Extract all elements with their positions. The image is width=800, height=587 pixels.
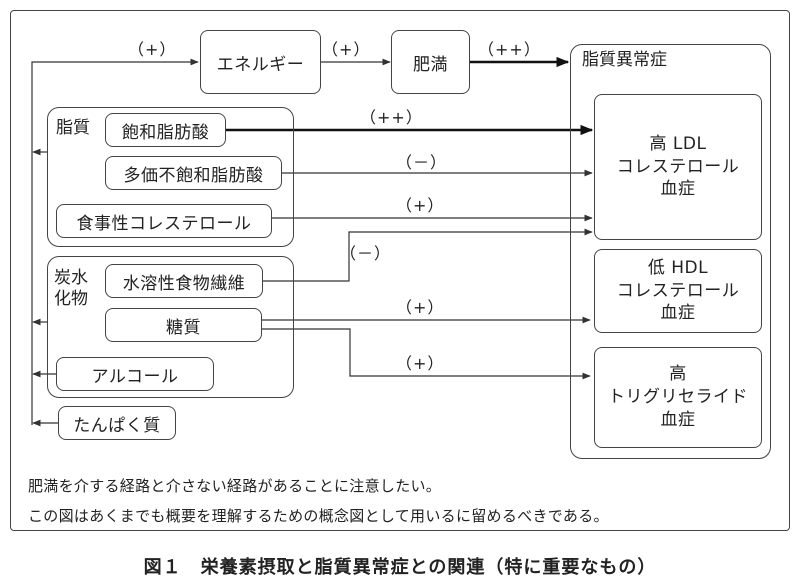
edge-label-fiber-ldl: （－） — [340, 244, 392, 263]
low-hdl-line: 低 HDL — [647, 257, 709, 278]
soluble-fiber-node: 水溶性食物繊維 — [105, 264, 263, 298]
sugar-tg-edge — [262, 328, 591, 380]
lipid-group-label: 脂質 — [56, 118, 90, 138]
low-hdl-line: コレステロール — [616, 280, 740, 301]
note-line-2: この図はあくまでも概要を理解するための概念図として用いるに留めるべきである。 — [28, 507, 609, 525]
edge-label-pufa-ldl: （－） — [396, 153, 448, 172]
edge-label-obesity-dyslipidemia: （++） — [478, 40, 541, 59]
carb-group-label-line: 化物 — [54, 289, 88, 310]
fiber-ldl-edge — [263, 228, 593, 282]
dyslipidemia-group — [570, 44, 771, 459]
high-tg-line: 高 — [669, 364, 687, 385]
diagram-frame — [10, 10, 790, 531]
low-hdl-node: 低 HDL コレステロール 血症 — [594, 249, 762, 333]
protein-node: たんぱく質 — [58, 406, 176, 440]
high-ldl-line: 高 LDL — [649, 133, 707, 154]
edge-label-satfa-ldl: （++） — [360, 108, 423, 127]
high-ldl-line: 血症 — [660, 179, 696, 200]
saturated-fatty-acid-node: 飽和脂肪酸 — [105, 113, 226, 147]
high-tg-line: 血症 — [660, 409, 696, 430]
energy-node: エネルギー — [200, 30, 321, 94]
high-ldl-node: 高 LDL コレステロール 血症 — [594, 94, 762, 240]
edge-label-to-energy: （+） — [128, 40, 177, 59]
carb-group-label-line: 炭水 — [54, 268, 88, 288]
dietary-cholesterol-node: 食事性コレステロール — [56, 204, 272, 238]
low-hdl-line: 血症 — [660, 303, 696, 324]
edge-label-chol-ldl: （+） — [396, 196, 445, 215]
edge-label-energy-obesity: （+） — [322, 40, 371, 59]
edge-label-sugar-tg: （+） — [396, 354, 445, 373]
high-ldl-line: コレステロール — [616, 156, 740, 177]
note-line-1: 肥満を介する経路と介さない経路があることに注意したい。 — [28, 477, 442, 495]
carbohydrate-group — [47, 256, 294, 398]
high-tg-line: トリグリセライド — [608, 387, 748, 408]
dyslipidemia-label: 脂質異常症 — [582, 50, 667, 70]
carb-group-label: 炭水 化物 — [54, 268, 88, 311]
lipid-group — [47, 107, 294, 247]
figure-caption: 図１ 栄養素摂取と脂質異常症との関連（特に重要なもの） — [143, 557, 657, 578]
alcohol-node: アルコール — [56, 357, 214, 391]
edge-label-sugar-hdl: （+） — [396, 298, 445, 317]
obesity-node: 肥満 — [391, 30, 470, 94]
collector-line — [31, 58, 199, 425]
sugar-node: 糖質 — [105, 308, 262, 342]
pufa-node: 多価不飽和脂肪酸 — [105, 156, 282, 190]
high-tg-node: 高 トリグリセライド 血症 — [594, 347, 762, 448]
